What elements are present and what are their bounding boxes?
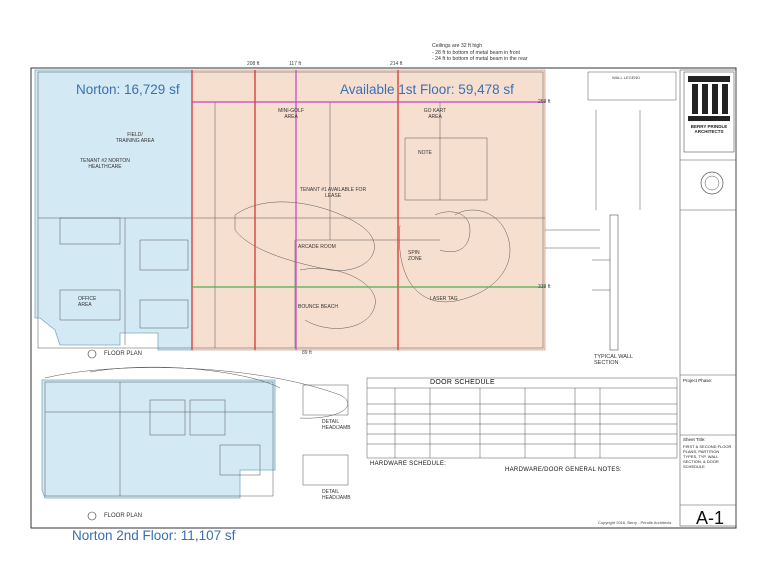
available-1st-floor-label: Available 1st Floor: 59,478 sf	[340, 82, 514, 97]
typical-wall-section-title: TYPICAL WALL SECTION	[594, 354, 633, 366]
dimension-319: 319 ft	[538, 284, 551, 290]
north-arrow-icon-2	[87, 511, 97, 521]
floor-plan-2-linework	[44, 366, 348, 497]
dimension-214: 214 ft	[390, 61, 403, 67]
ceiling-note-line-1: Ceilings are 32 ft high	[432, 43, 483, 49]
ceiling-note-line-3: - 24 ft to bottom of metal beam in the r…	[432, 56, 528, 62]
available-1st-floor-area	[191, 69, 546, 351]
room-spin-zone: SPIN ZONE	[408, 250, 422, 262]
room-go-kart: GO KART AREA	[423, 108, 447, 120]
hardware-notes-title: HARDWARE/DOOR GENERAL NOTES:	[505, 467, 622, 473]
room-bounce-beach: BOUNCE BEACH	[298, 304, 339, 310]
title-block	[679, 69, 737, 527]
room-mini-golf: MINI-GOLF AREA	[278, 108, 304, 120]
wall-legend	[587, 71, 677, 210]
norton-2nd-floor-area	[41, 379, 276, 499]
room-tenant-1: TENANT #1 AVAILABLE FOR LEASE	[299, 187, 367, 199]
magenta-dimension-lines	[192, 70, 545, 350]
norton-2nd-floor-label: Norton 2nd Floor: 11,107 sf	[72, 528, 236, 543]
door-schedule-table	[366, 377, 678, 459]
detail-1-title: DETAIL HEAD/JAMB	[322, 419, 351, 431]
hardware-schedule-title: HARDWARE SCHEDULE:	[370, 461, 447, 467]
norton-1st-floor-label: Norton: 16,729 sf	[76, 82, 180, 97]
room-field-training: FIELD/ TRAINING AREA	[115, 132, 155, 144]
room-tenant-2: TENANT #2 NORTON HEALTHCARE	[80, 158, 130, 170]
room-arcade: ARCADE ROOM	[298, 244, 336, 250]
architect-seal	[700, 171, 724, 195]
norton-1st-floor-area	[34, 69, 193, 351]
sheet-number: A-1	[696, 508, 725, 528]
dimension-117: 117 ft	[289, 61, 302, 67]
room-laser-tag: LASER TAG	[430, 296, 458, 302]
north-arrow-icon	[87, 349, 97, 359]
floor-plan-title: FLOOR PLAN	[104, 351, 143, 357]
sheet-title: FIRST & SECOND FLOOR PLANS, PARTITION TY…	[683, 444, 732, 469]
room-office: OFFICE AREA	[78, 296, 97, 308]
wall-legend-title: WALL LEGEND	[612, 75, 641, 80]
door-schedule-title: DOOR SCHEDULE	[430, 379, 495, 386]
firm-name: BERRY PRINDLE ARCHITECTS	[690, 124, 728, 134]
dimension-208: 208 ft	[247, 61, 260, 67]
floor-plan-2-title: FLOOR PLAN	[104, 513, 143, 519]
typical-wall-section	[592, 214, 619, 351]
red-dimension-lines	[191, 70, 399, 350]
detail-2-title: DETAIL HEAD/JAMB	[322, 489, 351, 501]
ceiling-note: Ceilings are 32 ft high - 28 ft to botto…	[432, 43, 527, 63]
ceiling-note-line-2: - 28 ft to bottom of metal beam in front	[432, 49, 520, 56]
detail-drawings	[302, 384, 349, 486]
sheet-title-label: Sheet Title:	[683, 437, 706, 442]
firm-logo	[688, 76, 730, 121]
copyright-text: Copyright 2016, Berry - Prindle Architec…	[598, 520, 672, 525]
note-label: NOTE	[418, 150, 432, 156]
dimension-89: 89 ft	[302, 350, 312, 356]
project-phase-label: Project Phase:	[683, 378, 713, 383]
dimension-259: 259 ft	[538, 99, 551, 105]
